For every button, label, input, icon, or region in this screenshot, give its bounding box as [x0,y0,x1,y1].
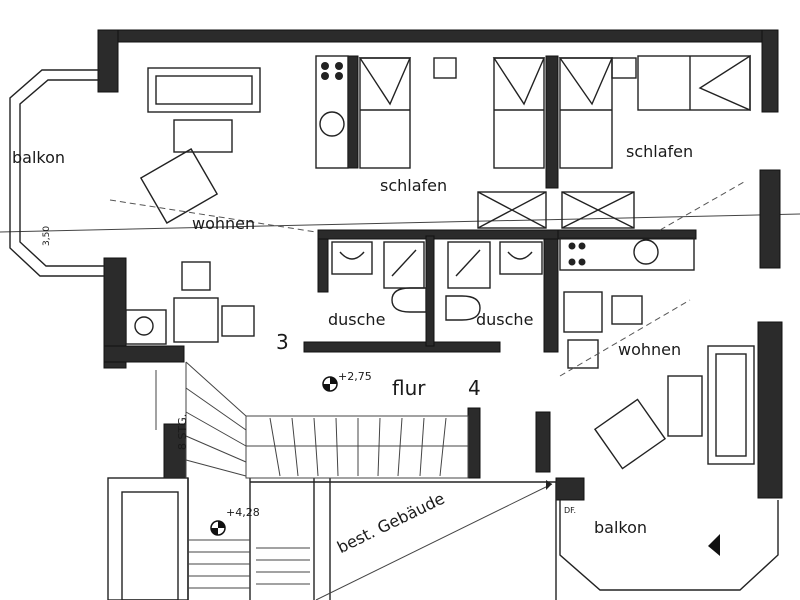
chair-left-1 [181,261,211,291]
wardrobe-1 [477,191,547,229]
label-room-3: 3 [276,330,289,354]
lower-building [107,477,557,600]
interior-walls [303,55,697,479]
sofa-right [707,345,755,465]
section-line [0,213,800,233]
stove-left [315,55,349,169]
armchair-right [593,398,667,470]
bathroom-right-fixtures [445,241,543,321]
label-schlafen-center: schlafen [380,176,448,195]
kitchen-right [559,237,695,271]
sink-left [125,309,167,345]
stair-steps-text: 8 STG. [176,413,189,450]
table-left [173,119,233,153]
bed-4 [637,54,751,112]
table-right [667,375,703,437]
balcony-right-outline [559,500,779,591]
chair-right-1 [611,295,643,325]
outer-walls [97,29,783,501]
main-stair [155,361,469,479]
chair-right-2 [567,339,599,369]
dining-table-left [173,297,219,343]
arrow-marker [708,534,720,556]
sofa-left [147,67,261,113]
label-dusche-left: dusche [328,310,386,329]
guide-line-3 [559,299,691,377]
lower-stair [188,539,310,589]
nightstand-right [611,57,637,79]
balcony-left-outline [9,69,104,277]
label-room-4: 4 [468,376,481,400]
armchair-left [139,148,219,224]
sink-left-basin [134,316,154,336]
level-lower-text: +4,28 [226,506,260,519]
level-marker-upper [322,376,338,392]
label-wohnen-right: wohnen [618,340,682,359]
df-text: DF. [564,506,577,515]
nightstand [433,57,457,79]
level-upper-text: +2,75 [338,370,372,383]
dim-balkon-text: 3,50 [42,225,52,246]
chair-left-2 [221,305,255,337]
bathroom-left-fixtures [331,241,427,313]
label-flur: flur [392,376,426,400]
guide-line-2 [659,181,745,231]
bed-2 [492,57,546,169]
label-schlafen-right: schlafen [626,142,694,161]
label-dusche-right: dusche [476,310,534,329]
guide-line-1 [109,199,317,233]
label-wohnen-left: wohnen [192,214,256,233]
dining-table-right [563,291,603,333]
bed-1 [358,57,412,169]
level-marker-lower [210,520,226,536]
wardrobe-2 [561,191,635,229]
label-balkon-left: balkon [12,148,66,167]
balcony-left-inner [19,79,104,267]
label-balkon-right: balkon [594,518,648,537]
bed-3 [558,57,614,169]
